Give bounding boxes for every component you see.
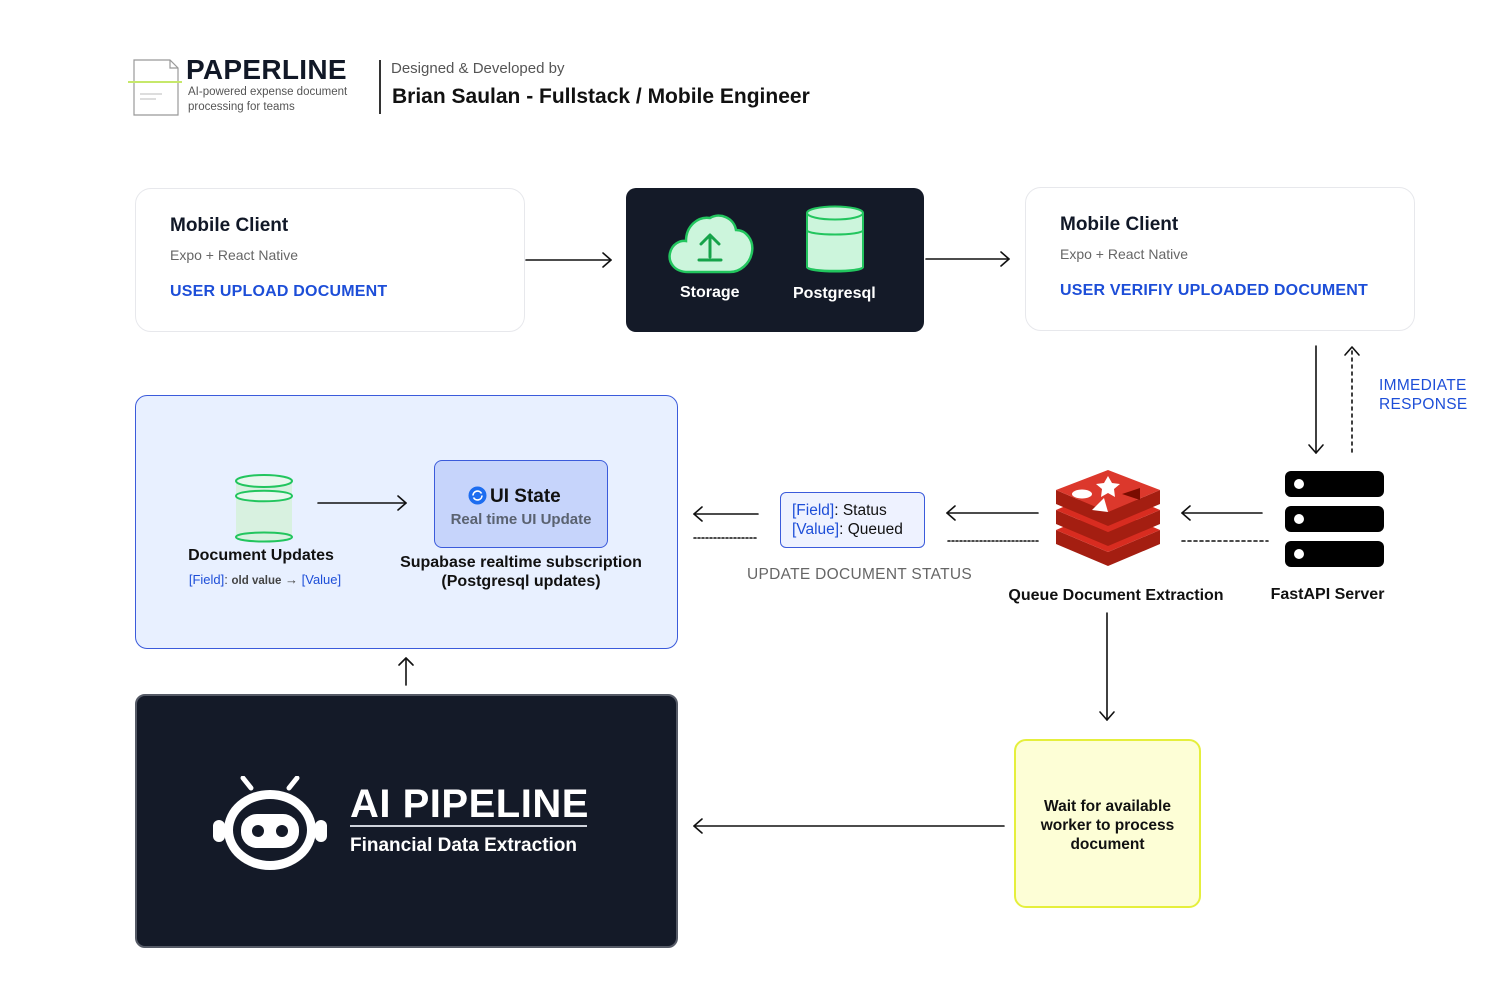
fastapi-server-label: FastAPI Server — [1270, 586, 1385, 603]
status-field-value: : Status — [834, 502, 887, 519]
subscription-line-2: (Postgresql updates) — [441, 573, 601, 590]
worker-wait-box: Wait for available worker to process doc… — [1014, 739, 1201, 908]
arrow-queue-to-worker — [1099, 612, 1115, 721]
document-updates-change: [Field]: old value → [Value] — [170, 572, 360, 587]
update-status-caption: UPDATE DOCUMENT STATUS — [747, 566, 973, 583]
verify-client-subtitle: Expo + React Native — [1060, 246, 1189, 262]
arrow-queue-to-status — [946, 505, 1039, 542]
document-updates-label: Document Updates — [188, 547, 334, 564]
arrow-storage-to-verify — [925, 251, 1010, 267]
subscription-line-1: Supabase realtime subscription — [400, 554, 642, 571]
arrow-verify-to-server — [1308, 345, 1324, 454]
postgresql-label: Postgresql — [793, 285, 876, 302]
realtime-sync-icon — [468, 486, 487, 505]
status-value-key: [Value] — [792, 521, 840, 538]
arrow-upload-to-storage — [525, 252, 612, 268]
upload-document-action[interactable]: USER UPLOAD DOCUMENT — [170, 283, 388, 300]
brand-name: PAPERLINE — [186, 54, 347, 85]
header-divider — [379, 60, 381, 114]
status-update-pill: [Field]: Status [Value]: Queued — [780, 492, 925, 548]
queue-extraction-label: Queue Document Extraction — [1008, 587, 1224, 604]
doc-updates-arrow: → — [285, 572, 298, 587]
doc-updates-value: [Value] — [301, 572, 342, 587]
subscription-label: Supabase realtime subscription (Postgres… — [376, 553, 666, 591]
status-value-line: [Value]: Queued — [792, 520, 913, 539]
brand-tagline: AI-powered expense document processing f… — [188, 86, 348, 113]
ui-state-title: UI State — [490, 486, 561, 507]
arrow-server-to-queue — [1181, 505, 1269, 542]
cloud-upload-icon — [666, 210, 754, 278]
redis-queue-icon — [1052, 468, 1164, 570]
storage-db-box: Storage Postgresql — [626, 188, 924, 332]
doc-updates-field: [Field] — [188, 572, 225, 587]
status-field-key: [Field] — [792, 502, 835, 519]
credit-name: Brian Saulan - Fullstack / Mobile Engine… — [392, 85, 810, 108]
arrow-server-response — [1344, 346, 1360, 453]
verify-client-card: Mobile Client Expo + React Native USER V… — [1025, 187, 1415, 331]
arrow-worker-to-pipeline — [693, 818, 1005, 834]
paperline-logo-icon — [128, 58, 182, 118]
upload-client-subtitle: Expo + React Native — [170, 247, 299, 263]
arrow-pipeline-to-panel — [398, 657, 414, 686]
status-field-line: [Field]: Status — [792, 501, 913, 520]
doc-updates-old: old value — [231, 575, 282, 587]
worker-wait-text: Wait for available worker to process doc… — [1040, 798, 1175, 853]
ai-pipeline-title: AI PIPELINE — [350, 782, 589, 826]
verify-client-title: Mobile Client — [1060, 214, 1179, 235]
status-value-value: : Queued — [839, 521, 903, 538]
upload-client-title: Mobile Client — [170, 215, 289, 236]
storage-label: Storage — [680, 284, 740, 301]
ui-state-subtitle: Real time UI Update — [450, 511, 592, 528]
upload-client-card: Mobile Client Expo + React Native USER U… — [135, 188, 525, 332]
realtime-panel: Document Updates [Field]: old value → [V… — [135, 395, 678, 649]
fastapi-server-icon — [1285, 470, 1385, 570]
postgresql-db-icon — [804, 204, 866, 278]
ai-pipeline-subtitle: Financial Data Extraction — [350, 835, 578, 856]
doc-updates-sep: : — [224, 572, 228, 587]
arrow-status-to-panel — [693, 506, 759, 539]
ai-pipeline-underline — [350, 825, 587, 827]
ui-state-box: UI State Real time UI Update — [434, 460, 608, 548]
verify-document-action[interactable]: USER VERIFIY UPLOADED DOCUMENT — [1060, 282, 1368, 299]
robot-icon — [211, 775, 331, 872]
immediate-response-label: IMMEDIATE RESPONSE — [1379, 377, 1468, 413]
credit-prefix: Designed & Developed by — [391, 60, 565, 77]
ai-pipeline-box: AI PIPELINE Financial Data Extraction — [135, 694, 678, 948]
document-updates-db-icon — [233, 472, 295, 546]
